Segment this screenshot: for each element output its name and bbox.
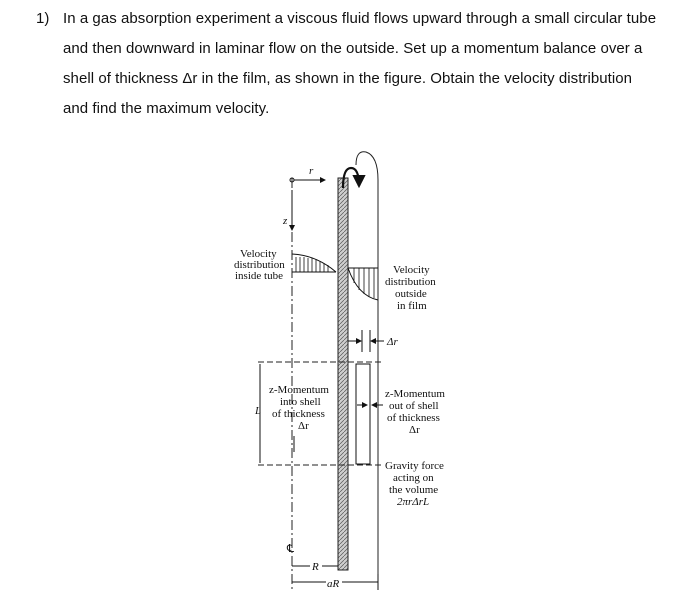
length-label: L xyxy=(254,405,261,417)
radius-R-label-bg xyxy=(310,558,322,572)
tube-wall xyxy=(337,177,349,571)
problem-number: 1) xyxy=(36,10,50,27)
delta-r-label: Δr xyxy=(386,336,398,348)
gravity-label: Gravity force acting on the volume 2πrΔr… xyxy=(385,460,447,508)
momentum-in-label: z-Momentum into shell of thickness Δr xyxy=(269,384,332,432)
radius-R-label: R xyxy=(311,561,319,573)
shell-element xyxy=(355,363,371,465)
r-axis-label: r xyxy=(309,165,314,177)
momentum-out-label: z-Momentum out of shell of thickness Δr xyxy=(385,388,448,436)
velocity-inside-label: Velocity distribution inside tube xyxy=(234,248,287,282)
problem-line: In a gas absorption experiment a viscous… xyxy=(63,10,657,27)
problem-line: and then downward in laminar flow on the… xyxy=(63,40,643,57)
velocity-profile-inside xyxy=(291,253,337,273)
problem-line: and find the maximum velocity. xyxy=(63,100,270,117)
radius-aR-label-bg xyxy=(326,575,342,589)
radius-aR-label: aR xyxy=(327,578,340,590)
film-profile-arrows xyxy=(353,268,375,298)
velocity-profile-film xyxy=(347,267,379,301)
velocity-outside-label: Velocity distribution outside in film xyxy=(385,264,438,312)
centerline-symbol: ℄ xyxy=(286,543,294,555)
problem-line: shell of thickness Δr in the film, as sh… xyxy=(63,70,633,87)
problem-text: In a gas absorption experiment a viscous… xyxy=(63,4,676,124)
z-axis-label: z xyxy=(282,215,288,227)
inside-profile-arrows xyxy=(295,257,329,272)
flow-turn-arrow xyxy=(341,166,366,189)
film-surface xyxy=(355,151,379,582)
